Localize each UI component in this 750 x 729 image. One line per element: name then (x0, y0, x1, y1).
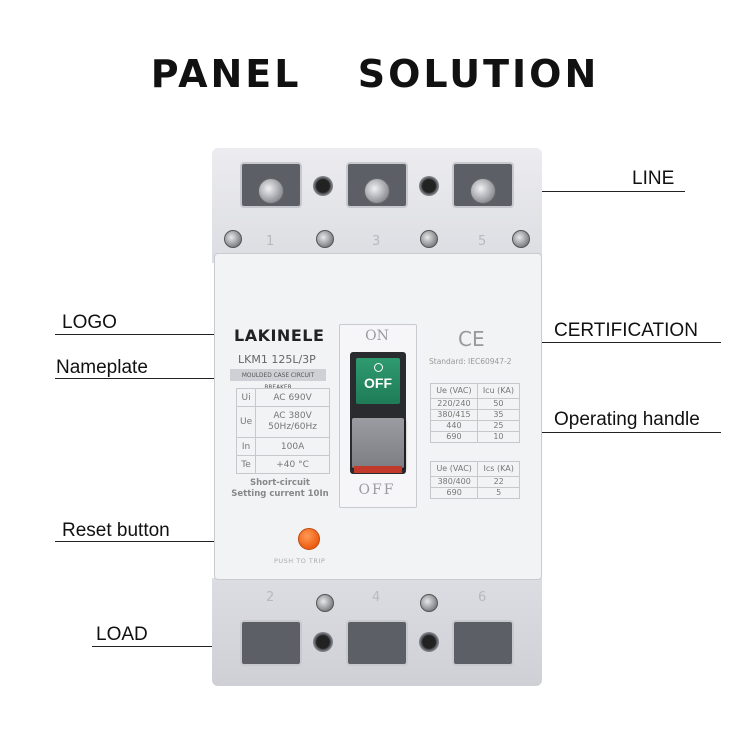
table-cell: 690 (429, 487, 479, 499)
callout-line: LINE (632, 168, 675, 189)
table-cell: 100A (255, 437, 330, 456)
leader-line-nameplate (55, 378, 233, 379)
push-to-trip-label: PUSH TO TRIP (274, 557, 326, 565)
nameplate-ratings-table: Ui AC 690V Ue AC 380V 50Hz/60Hz In 100A … (235, 388, 330, 474)
leader-line-line (470, 191, 685, 192)
table-cell: 10 (476, 431, 521, 443)
cover-screw-icon (420, 230, 438, 248)
brand-logo: LAKINELE (234, 326, 325, 345)
callout-operating-handle: Operating handle (554, 409, 700, 430)
terminal-number: 3 (372, 234, 381, 249)
table-cell: 5 (477, 487, 520, 499)
cover-screw-icon (420, 594, 438, 612)
table-row: 380/400 22 (429, 476, 520, 488)
load-terminal-6 (452, 620, 514, 666)
mounting-hole-icon (419, 176, 439, 196)
load-terminal-4 (346, 620, 408, 666)
callout-reset-button: Reset button (62, 520, 170, 541)
cover-screw-icon (316, 230, 334, 248)
table-cell: Te (235, 455, 257, 474)
table-row: 220/240 50 (430, 398, 521, 410)
table-cell: +40 °C (255, 455, 330, 474)
callout-logo: LOGO (62, 312, 117, 333)
table-cell: 380/400 (429, 476, 479, 488)
table-row: 690 10 (430, 431, 521, 443)
leader-line-operating-handle (385, 432, 721, 433)
page-title: PANEL SOLUTION (150, 52, 600, 96)
terminal-number: 1 (266, 234, 275, 249)
table-cell: 35 (476, 409, 521, 421)
short-circuit-text: Short-circuit (249, 478, 310, 488)
table-cell: 440 (430, 420, 478, 432)
operating-handle[interactable] (352, 418, 404, 468)
callout-certification: CERTIFICATION (554, 320, 698, 341)
table-header-row: Ue (VAC) Ics (KA) (429, 461, 520, 477)
table-row: 440 25 (430, 420, 521, 432)
trip-indicator-strip (354, 466, 402, 473)
cover-screw-icon (224, 230, 242, 248)
table-cell: 380/415 (430, 409, 478, 421)
terminal-screw-icon (470, 178, 496, 204)
setting-current-text: Setting current 10In (231, 489, 329, 499)
table-cell: 22 (477, 476, 520, 488)
terminal-screw-icon (258, 178, 284, 204)
table-header: Ue (VAC) (429, 461, 479, 477)
terminal-number: 2 (266, 590, 275, 605)
cover-screw-icon (512, 230, 530, 248)
cover-screw-icon (316, 594, 334, 612)
callout-load: LOAD (96, 624, 148, 645)
ics-table: Ue (VAC) Ics (KA) 380/400 22 690 5 (429, 461, 520, 499)
terminal-number: 4 (372, 590, 381, 605)
table-row: 690 5 (429, 487, 520, 499)
table-cell: 50 (476, 398, 521, 410)
table-cell: 690 (430, 431, 478, 443)
table-cell: AC 690V (255, 388, 330, 407)
table-cell: Ue (235, 406, 257, 438)
table-header: Icu (KA) (476, 383, 521, 399)
table-row: Te +40 °C (235, 455, 330, 474)
mounting-hole-icon (313, 632, 333, 652)
table-cell: AC 380V 50Hz/60Hz (255, 406, 330, 438)
terminal-number: 6 (478, 590, 487, 605)
table-header: Ue (VAC) (430, 383, 478, 399)
mounting-hole-icon (313, 176, 333, 196)
off-label: OFF (358, 482, 396, 498)
circuit-breaker: 1 3 5 LAKINELE LKM1 125L/3P MOULDED CASE… (212, 148, 542, 686)
table-row: Ui AC 690V (235, 388, 330, 407)
indicator-label: OFF (364, 375, 392, 391)
leader-line-reset-button (55, 541, 300, 542)
table-row: 380/415 35 (430, 409, 521, 421)
reset-button[interactable] (298, 528, 320, 550)
table-header-row: Ue (VAC) Icu (KA) (430, 383, 521, 399)
short-circuit-setting: Short-circuit Setting current 10In (230, 478, 330, 500)
load-terminal-2 (240, 620, 302, 666)
table-cell: 25 (476, 420, 521, 432)
terminal-number: 5 (478, 234, 487, 249)
ce-mark: CE (458, 327, 485, 351)
icu-table: Ue (VAC) Icu (KA) 220/240 50 380/415 35 … (430, 383, 521, 443)
table-cell: In (235, 437, 257, 456)
callout-nameplate: Nameplate (56, 357, 148, 378)
leader-line-load (92, 646, 270, 647)
model-number: LKM1 125L/3P (238, 353, 316, 366)
table-row: In 100A (235, 437, 330, 456)
leader-line-logo (55, 334, 233, 335)
standard-text: Standard: IEC60947-2 (429, 357, 512, 366)
terminal-screw-icon (364, 178, 390, 204)
table-row: Ue AC 380V 50Hz/60Hz (235, 406, 330, 438)
off-symbol-icon (373, 363, 383, 372)
breaker-type: MOULDED CASE CIRCUIT BREAKER (230, 369, 326, 391)
leader-line-certification (476, 342, 721, 343)
status-indicator: OFF (356, 358, 400, 404)
on-label: ON (365, 328, 389, 344)
table-header: Ics (KA) (477, 461, 520, 477)
mounting-hole-icon (419, 632, 439, 652)
table-cell: 220/240 (430, 398, 478, 410)
table-cell: Ui (235, 388, 257, 407)
